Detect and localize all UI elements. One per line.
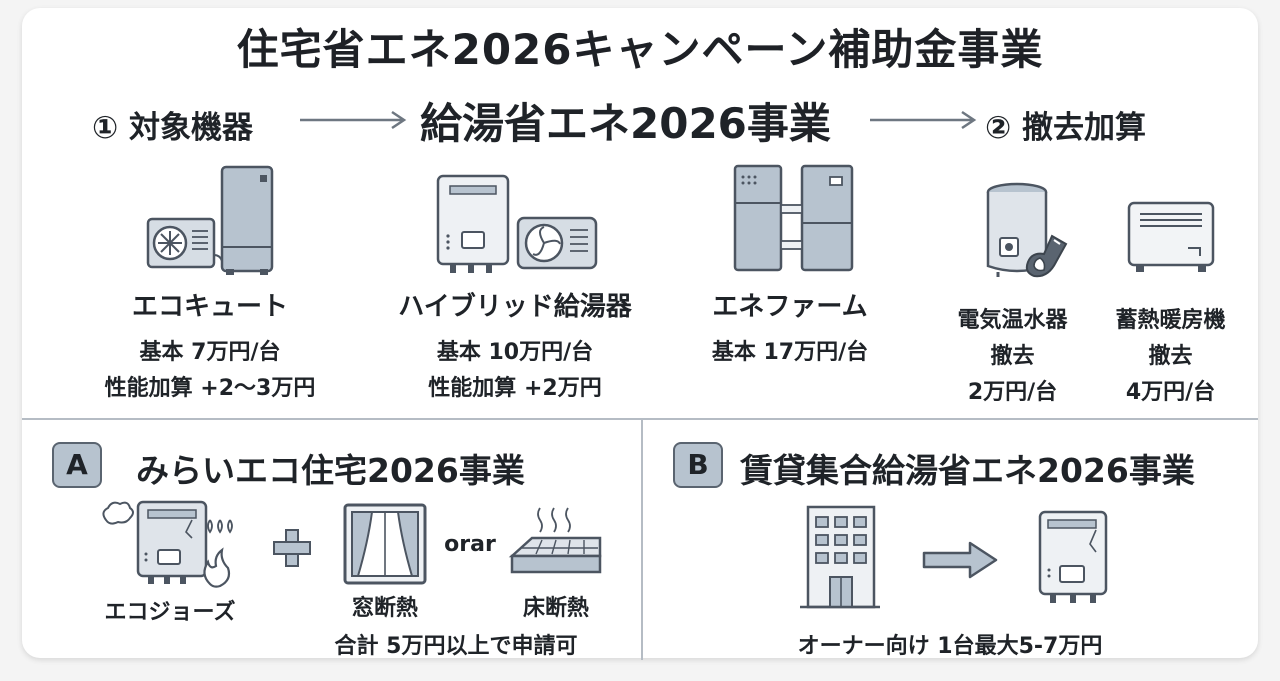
window-insulation-label: 窓断熱: [351, 596, 418, 621]
section-a-title: みらいエコ住宅2026事業: [136, 451, 525, 490]
eco-jozu-boiler-icon: [102, 500, 233, 588]
eco-jozu-label: エコジョーズ: [104, 600, 236, 625]
water-heater-unit-icon: [1038, 510, 1108, 603]
floor-insulation-label: 床断熱: [522, 596, 589, 621]
flow-arrow-right: [870, 110, 977, 130]
electric-water-heater-icon: [986, 182, 1048, 277]
section-b-badge: B: [673, 442, 723, 488]
plus-icon: [273, 529, 311, 567]
hybrid-heater-name: ハイブリッド給湯器: [398, 292, 632, 322]
storage-heater-removal-label: 撤去: [1148, 344, 1193, 369]
ene-farm-base-amount: 基本 17万円/台: [711, 340, 869, 365]
ene-farm-name: エネファーム: [712, 292, 868, 322]
apartment-building-icon: [800, 505, 880, 609]
flow-arrow-left: [300, 110, 407, 130]
page-title: 住宅省エネ2026キャンペーン補助金事業: [236, 25, 1044, 74]
storage-heater-removal-name: 蓄熱暖房機: [1115, 308, 1226, 333]
electric-heater-removal-label: 撤去: [990, 344, 1035, 369]
water-heater-program-title: 給湯省エネ2026事業: [420, 99, 831, 148]
removal-mark-icon: [1025, 234, 1068, 278]
removal-bonus-label: ② 撤去加算: [985, 110, 1147, 146]
or-text: orar: [444, 532, 496, 557]
section-a-badge: A: [52, 442, 102, 488]
hybrid-heater-performance-bonus: 性能加算 +2万円: [428, 376, 602, 401]
right-arrow-icon: [922, 541, 998, 579]
owner-subsidy-caption: オーナー向け 1台最大5-7万円: [797, 634, 1103, 659]
total-requirement-text: 合計 5万円以上で申請可: [334, 634, 578, 659]
electric-heater-removal-amount: 2万円/台: [967, 380, 1058, 405]
ene-farm-icon: [733, 164, 854, 272]
electric-heater-removal-name: 電気温水器: [957, 308, 1068, 333]
vertical-divider: [641, 420, 643, 660]
horizontal-divider: [22, 418, 1258, 420]
eco-cute-base-amount: 基本 7万円/台: [139, 340, 281, 365]
hybrid-water-heater-icon: [436, 174, 598, 273]
window-insulation-icon: [343, 503, 427, 585]
section-b-title: 賃貸集合給湯省エネ2026事業: [740, 451, 1195, 490]
eco-cute-name: エコキュート: [131, 292, 288, 322]
target-devices-label: ① 対象機器: [92, 110, 254, 146]
eco-cute-performance-bonus: 性能加算 +2〜3万円: [104, 376, 316, 401]
eco-cute-icon: [146, 165, 274, 275]
storage-heater-removal-amount: 4万円/台: [1125, 380, 1216, 405]
floor-insulation-icon: [508, 507, 602, 574]
storage-heater-icon: [1127, 201, 1215, 272]
hybrid-heater-base-amount: 基本 10万円/台: [436, 340, 594, 365]
